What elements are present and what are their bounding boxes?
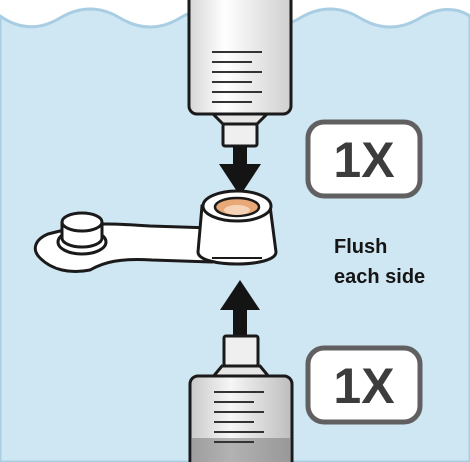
instruction-caption: Flush each side bbox=[334, 232, 464, 292]
top-count-label: 1X bbox=[333, 132, 394, 188]
instruction-line-2: each side bbox=[334, 262, 464, 292]
bottom-count-label: 1X bbox=[333, 358, 394, 414]
instruction-line-1: Flush bbox=[334, 232, 464, 262]
top-count-badge: 1X bbox=[308, 122, 420, 196]
bottom-count-badge: 1X bbox=[308, 348, 420, 422]
